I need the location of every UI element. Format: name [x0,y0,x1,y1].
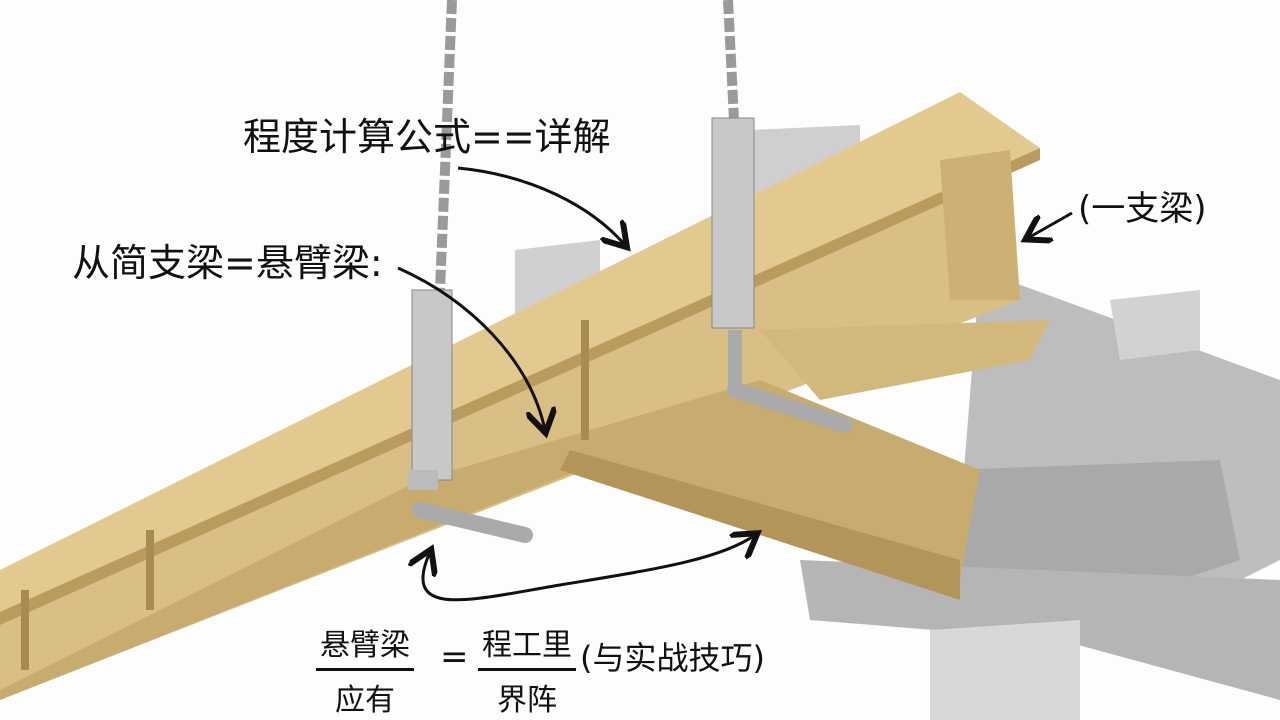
right-chain [711,0,853,433]
formula-left-fraction: 悬臂梁 应有 [316,620,414,719]
formula-right-fraction: 程工里 界阵 [478,620,576,719]
main-beam [0,92,1050,700]
formula-equals: = [440,637,469,677]
left-annotation: 从简支梁=悬臂梁: [72,241,383,285]
right-label-arrow [1028,211,1073,238]
title-arrow [457,166,625,245]
left-label-arrow [397,266,545,430]
title-annotation: 程度计算公式==详解 [243,115,611,159]
double-arrow [423,535,755,602]
formula-right-denominator: 界阵 [497,683,557,718]
right-annotation: (一支梁) [1078,189,1207,229]
support-pillar [930,620,1080,720]
formula-right-numerator: 程工里 [478,620,576,671]
formula-left-denominator: 应有 [335,683,395,718]
formula-left-numerator: 悬臂梁 [316,620,414,671]
formula-suffix: (与实战技巧) [580,639,765,677]
